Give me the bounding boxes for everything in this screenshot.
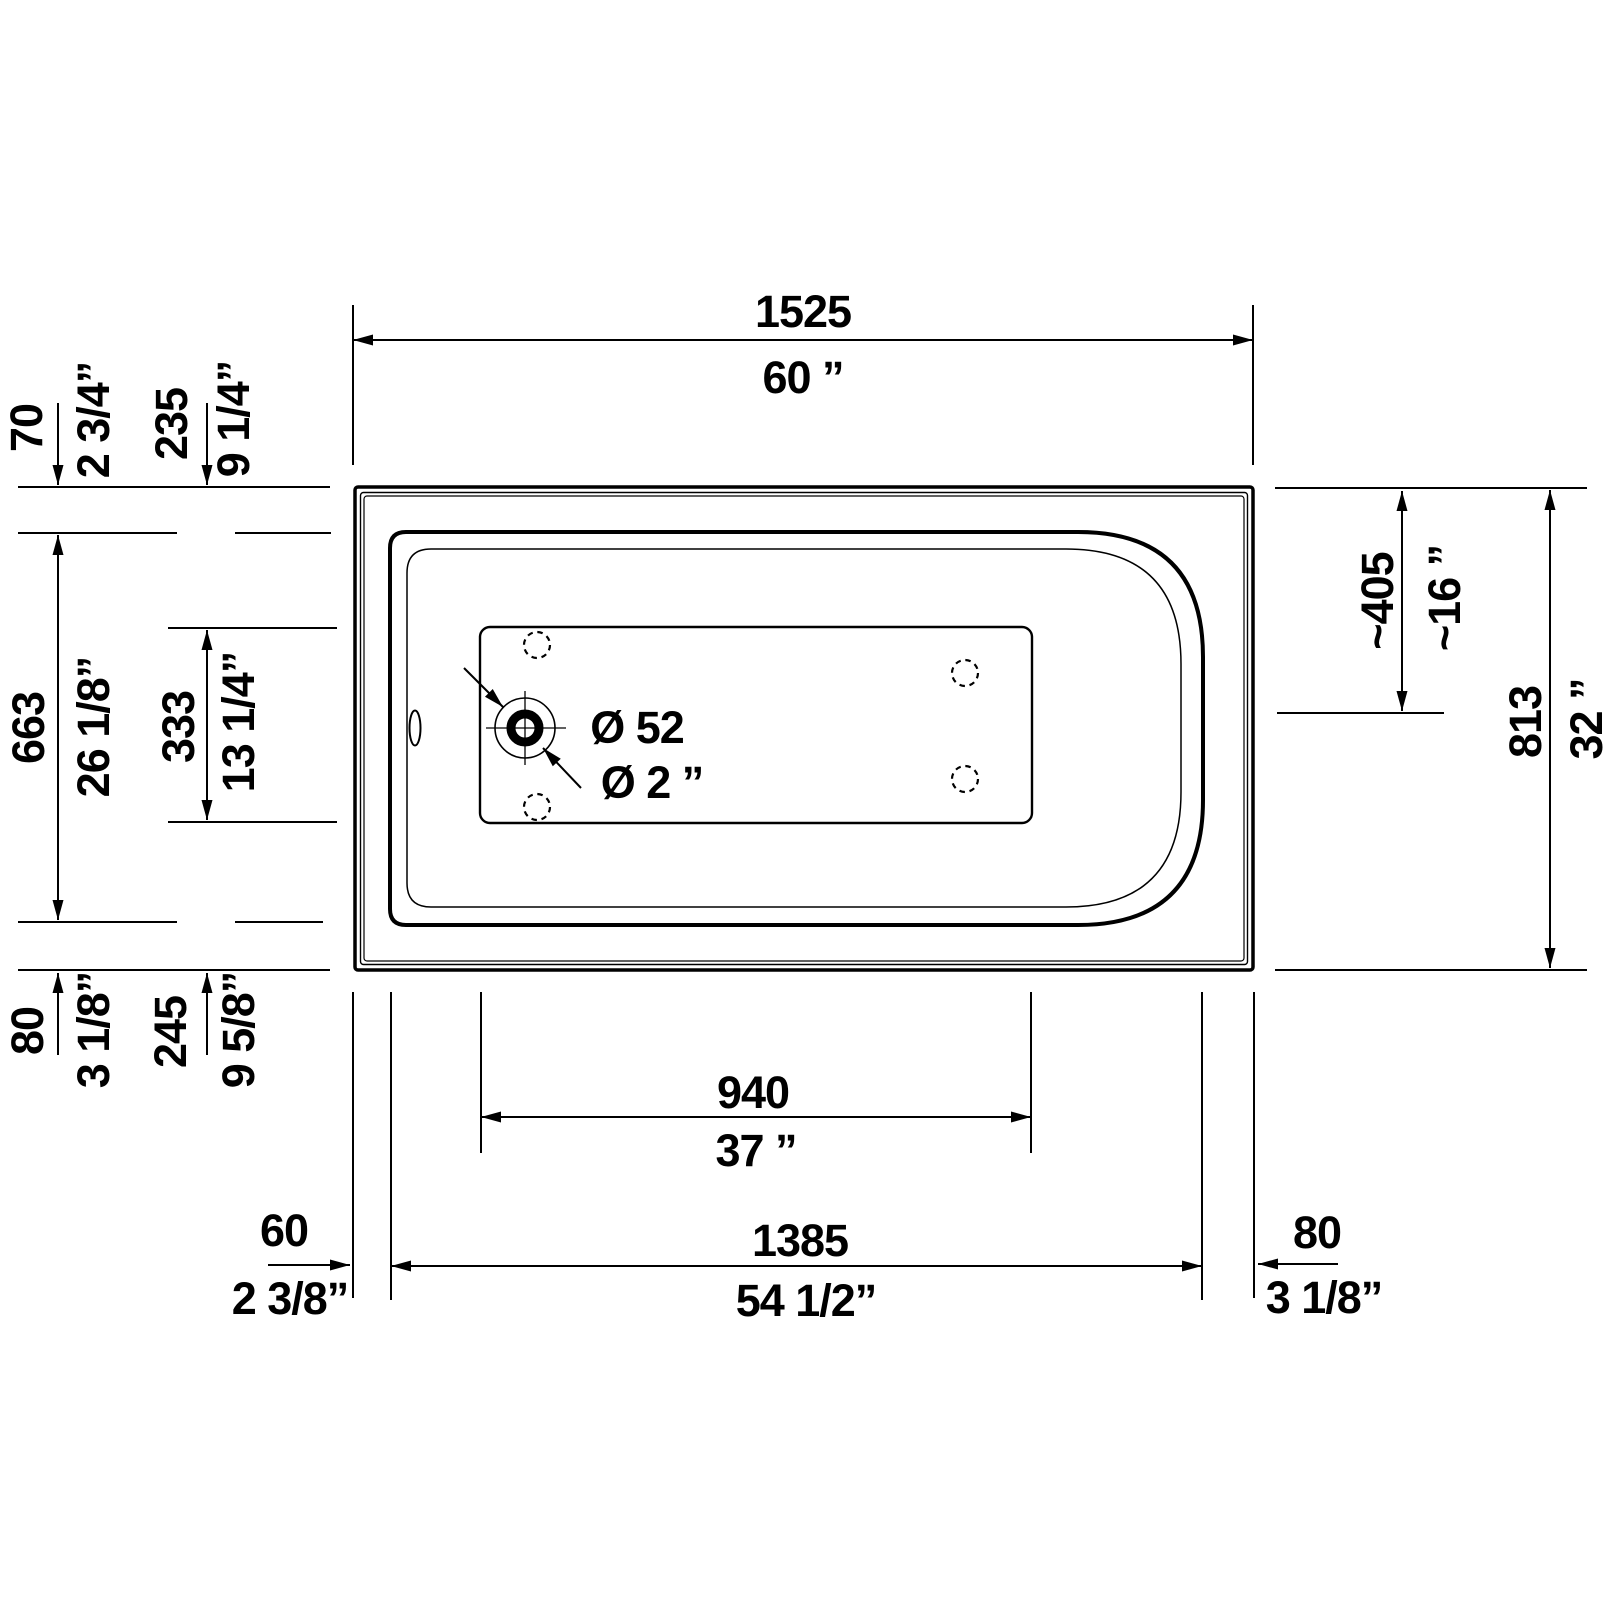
foot-hole-dashed-circle-4 <box>950 764 980 794</box>
inner-length-in-label: 54 1/2” <box>736 1275 877 1326</box>
back-to-floor-in-label: 9 5/8” <box>213 972 264 1089</box>
back-to-floor-mm-label: 245 <box>145 996 196 1068</box>
dimension-lines <box>52 334 1556 1272</box>
backrest-depth-mm-label: ~405 <box>1352 552 1403 649</box>
tub-inner-wall-bottom-edge <box>406 548 1182 908</box>
tub-rim-inner-line-2 <box>363 495 1245 962</box>
rim-end-left-in-label: 2 3/8” <box>232 1273 349 1324</box>
extension-lines <box>18 305 1587 1300</box>
floor-width-mm-label: 333 <box>153 691 204 763</box>
drain-diameter-mm-label: Ø 52 <box>590 702 684 753</box>
rim-top-left-in-label: 2 3/4” <box>68 362 119 479</box>
width-in-label: 60 ” <box>762 352 843 403</box>
dimension-labels: 1525 60 ” 70 2 3/4” 235 9 1/4” 663 26 1/… <box>1 286 1612 1326</box>
drain-leader-arrow-2 <box>542 747 582 789</box>
foot-hole-dashed-circle-1 <box>522 630 552 660</box>
width-mm-label: 1525 <box>755 286 851 337</box>
foot-hole-dashed-circle-2 <box>522 792 552 822</box>
rim-end-right-in-label: 3 1/8” <box>1266 1272 1383 1323</box>
overflow-marker <box>408 709 422 747</box>
inner-width-in-label: 26 1/8” <box>68 657 119 798</box>
tub-rim-inner-line-1 <box>359 491 1249 966</box>
backrest-depth-in-label: ~16 ” <box>1419 545 1470 651</box>
tub-body <box>353 485 1255 972</box>
front-to-floor-mm-label: 235 <box>146 388 197 460</box>
rim-bottom-left-mm-label: 80 <box>2 1007 53 1055</box>
floor-length-in-label: 37 ” <box>715 1125 796 1176</box>
rim-end-left-mm-label: 60 <box>260 1205 308 1256</box>
floor-width-in-label: 13 1/4” <box>213 652 264 793</box>
rim-top-left-mm-label: 70 <box>1 404 52 452</box>
floor-length-mm-label: 940 <box>717 1067 789 1118</box>
rim-bottom-left-in-label: 3 1/8” <box>68 972 119 1089</box>
foot-hole-dashed-circle-3 <box>950 658 980 688</box>
depth-in-label: 32 ” <box>1561 678 1612 759</box>
rim-end-right-mm-label: 80 <box>1293 1207 1341 1258</box>
inner-width-mm-label: 663 <box>3 692 54 764</box>
tub-inner-wall <box>388 530 1205 927</box>
front-to-floor-in-label: 9 1/4” <box>208 361 259 478</box>
depth-mm-label: 813 <box>1500 686 1551 758</box>
drain <box>463 667 582 789</box>
drain-diameter-in-label: Ø 2 ” <box>601 757 704 808</box>
inner-length-mm-label: 1385 <box>752 1215 848 1266</box>
tub-floor <box>478 625 1034 825</box>
drain-leader-arrow-1 <box>463 667 504 708</box>
tub-outer-rim <box>353 485 1255 972</box>
